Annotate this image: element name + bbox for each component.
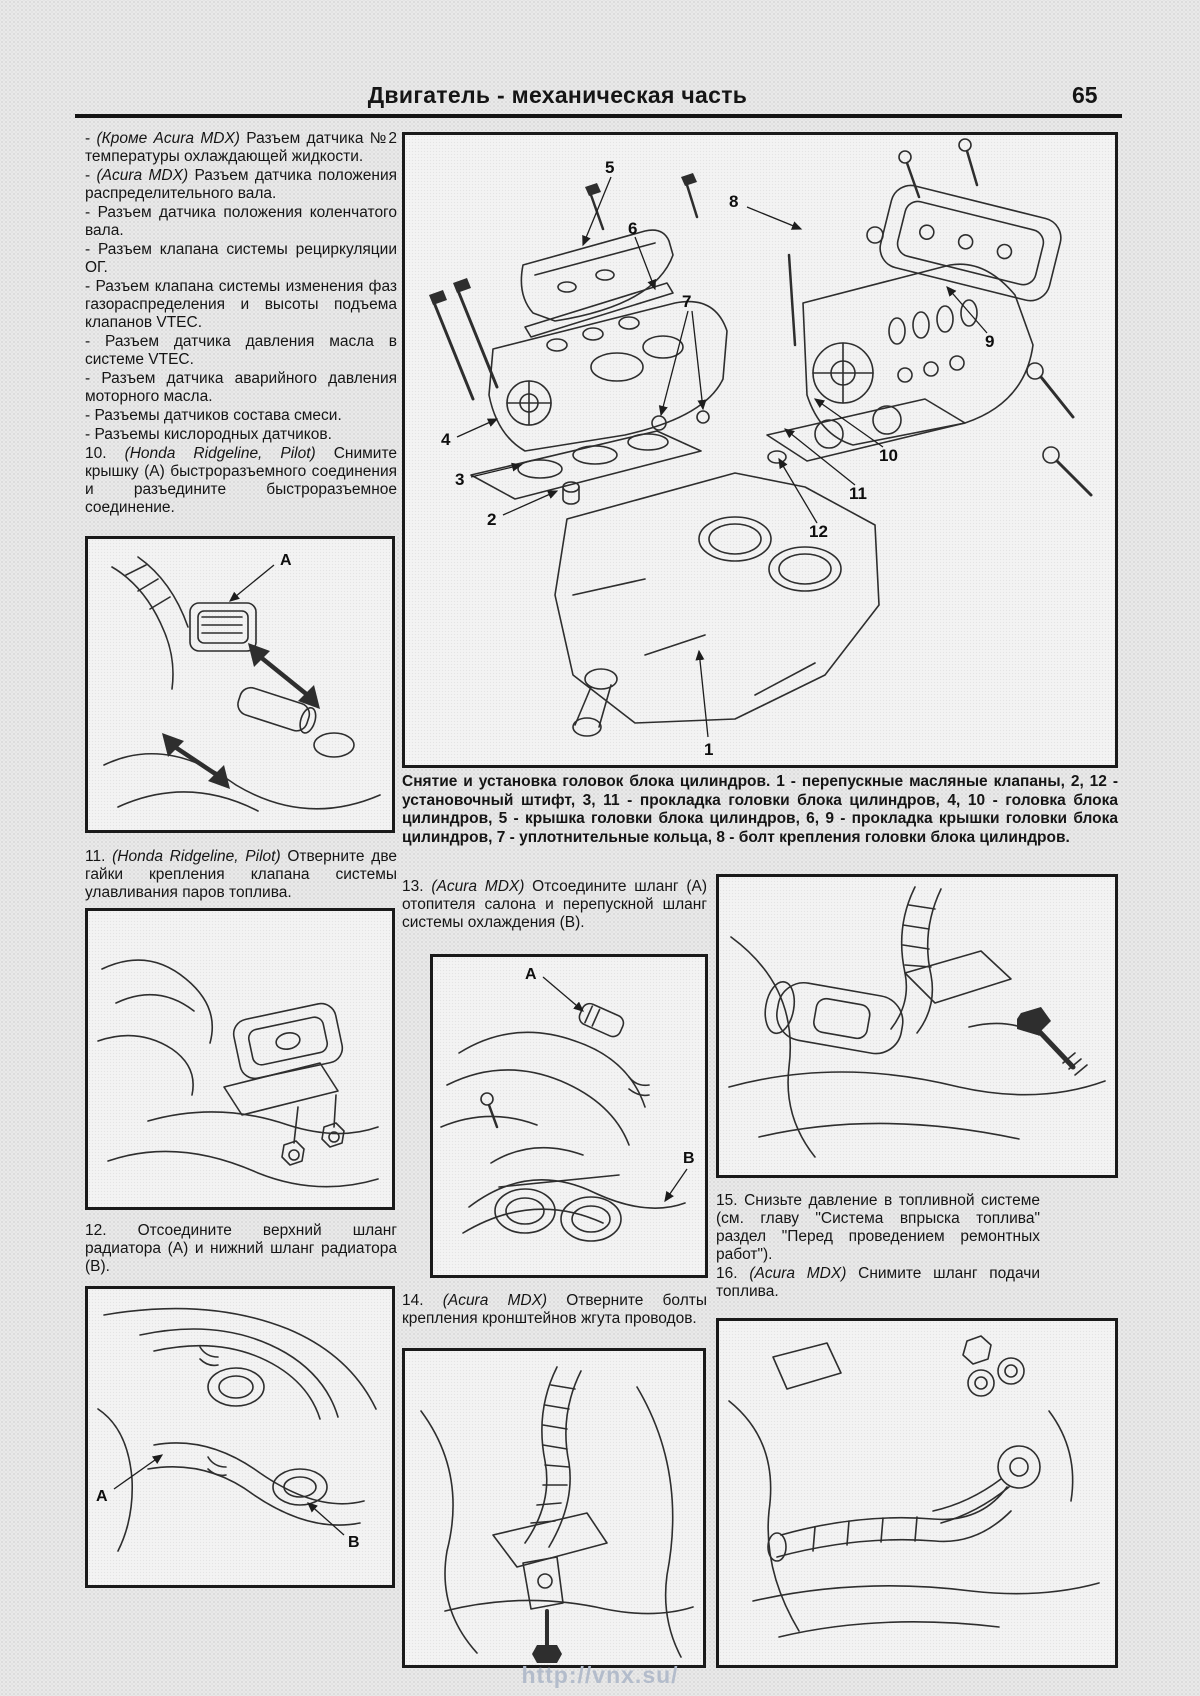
steps-15-16-text: 15. Снизьте давление в топливной системе… [716, 1192, 1040, 1302]
step-11-text: 11. (Honda Ridgeline, Pilot) Отверните д… [85, 848, 397, 903]
callout-number: 7 [682, 292, 691, 311]
bullet-item: - (Acura MDX) Разъем датчика положения р… [85, 167, 397, 202]
step-16: 16. (Acura MDX) Снимите шланг подачи топ… [716, 1265, 1040, 1300]
step-12-text: 12. Отсоедините верхний шланг радиатора … [85, 1222, 397, 1277]
figure-heater-hoses: А В [430, 954, 708, 1278]
callout-number: 4 [441, 430, 451, 449]
watermark-url: http://vnx.su/ [521, 1662, 679, 1688]
left-column-text: - (Кроме Acura MDX) Разъем датчика №2 те… [85, 130, 397, 518]
header-divider [75, 114, 1122, 118]
callout-number: 5 [605, 158, 614, 177]
step-12: 12. Отсоедините верхний шланг радиатора … [85, 1222, 398, 1275]
figure-engine-bay-bolt [716, 874, 1118, 1178]
figure-label-b: В [683, 1150, 695, 1167]
callout-number: 1 [704, 740, 713, 759]
evap-valve-art [97, 959, 379, 1188]
figure-label-b: В [348, 1534, 360, 1551]
step-14: 14. (Acura MDX) Отверните болты креплени… [402, 1292, 707, 1327]
bullet-item: - Разъем датчика давления масла в систем… [85, 333, 397, 368]
figure-quick-connect-cover: А [85, 536, 395, 833]
figure-exploded-cylinder-heads: 1 2 3 4 5 6 7 8 9 10 11 12 [402, 132, 1118, 768]
callout-number: 9 [985, 332, 994, 351]
exploded-heads-art: 1 2 3 4 5 6 7 8 9 10 11 12 [429, 138, 1093, 759]
radiator-hoses-art: А В [96, 1307, 377, 1552]
figure-label-a: А [525, 966, 537, 983]
callout-number: 2 [487, 510, 496, 529]
diagram-caption: Снятие и установка головок блока цилиндр… [402, 773, 1118, 846]
step-11: 11. (Honda Ridgeline, Pilot) Отверните д… [85, 848, 397, 901]
fuel-line-art [728, 1335, 1100, 1638]
step-15: 15. Снизьте давление в топливной системе… [716, 1192, 1040, 1263]
step-14-text: 14. (Acura MDX) Отверните болты креплени… [402, 1292, 707, 1329]
callout-number: 10 [879, 446, 898, 465]
figure-harness-brackets [402, 1348, 706, 1668]
bullet-item: - Разъем клапана системы рециркуляции ОГ… [85, 241, 397, 276]
step-13-text: 13. (Acura MDX) Отсоедините шланг (А) от… [402, 878, 707, 933]
bullet-item: - Разъем датчика аварийного давления мот… [85, 370, 397, 405]
heater-hoses-art: А В [440, 966, 695, 1242]
step-13: 13. (Acura MDX) Отсоедините шланг (А) от… [402, 878, 707, 931]
bullet-item: - Разъем датчика положения коленчатого в… [85, 204, 397, 239]
bullet-item: - Разъем клапана системы изменения фаз г… [85, 278, 397, 331]
figure-fuel-line [716, 1318, 1118, 1668]
figure-radiator-hoses: А В [85, 1286, 395, 1588]
callout-number: 3 [455, 470, 464, 489]
figure-label-a: А [96, 1488, 108, 1505]
callout-number: 8 [729, 192, 738, 211]
callout-number: 6 [628, 219, 637, 238]
harness-brackets-art [420, 1366, 694, 1663]
quick-connect-art: А [103, 552, 381, 812]
figure-label-a: А [280, 552, 292, 569]
page-number: 65 [1072, 82, 1098, 108]
engine-bay-bolt-art [728, 886, 1106, 1158]
bullet-item: - Разъемы датчиков состава смеси. [85, 407, 342, 424]
page-title: Двигатель - механическая часть [367, 82, 748, 108]
bullet-item: - Разъемы кислородных датчиков. [85, 426, 332, 443]
callout-number: 11 [849, 484, 867, 503]
callout-number: 12 [809, 522, 828, 541]
figure-evap-valve [85, 908, 395, 1210]
bullet-item: - (Кроме Acura MDX) Разъем датчика №2 те… [85, 130, 397, 165]
step-10: 10. (Honda Ridgeline, Pilot) Снимите кры… [85, 445, 398, 516]
